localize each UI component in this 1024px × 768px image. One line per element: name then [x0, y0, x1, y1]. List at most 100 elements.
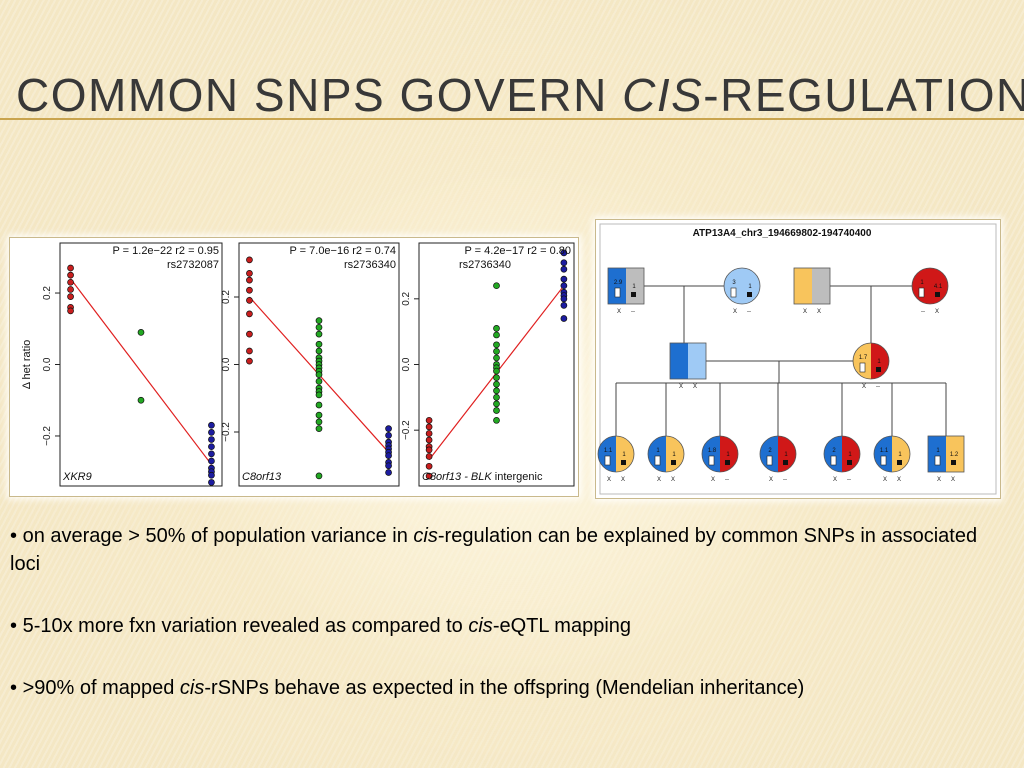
data-point	[560, 315, 568, 322]
expression-bar-left	[614, 287, 621, 298]
data-point	[493, 400, 500, 408]
scatter-chart-2: −0.20.00.2P = 7.0e−16 r2 = 0.74rs2736340…	[221, 242, 400, 487]
stat-label: P = 1.2e−22 r2 = 0.95	[112, 245, 219, 257]
data-point	[425, 446, 433, 454]
expression-value-right: 1	[748, 284, 752, 290]
data-point	[315, 418, 323, 426]
expression-value-right: 1	[622, 452, 626, 458]
data-point	[137, 328, 145, 336]
genotype-left: X	[679, 384, 683, 390]
allele-right	[616, 436, 634, 472]
data-point	[137, 396, 145, 404]
genotype-left: X	[937, 477, 941, 483]
data-point	[208, 443, 215, 451]
allele-right	[930, 268, 948, 304]
y-tick-label: −0.2	[401, 420, 412, 440]
parent-gen1-2: 31X--	[723, 267, 761, 315]
expression-bar-left	[766, 455, 773, 466]
stat-label: P = 7.0e−16 r2 = 0.74	[289, 245, 396, 257]
allele-right	[666, 436, 684, 472]
expression-value-left: 1.8	[708, 448, 717, 454]
expression-value-right: 1	[877, 359, 881, 365]
data-point	[560, 282, 568, 290]
data-point	[493, 374, 500, 381]
snp-label: rs2732087	[167, 259, 219, 271]
data-point	[315, 472, 323, 480]
expression-value-left: 2	[768, 448, 772, 454]
expression-bar-left	[654, 455, 661, 466]
data-point	[208, 457, 215, 465]
data-point	[67, 286, 74, 293]
data-point	[560, 302, 568, 309]
expression-bar-right	[876, 367, 881, 372]
data-point	[67, 271, 74, 279]
genotype-left: X	[803, 309, 807, 315]
data-point	[315, 317, 323, 324]
title-italic: cis	[622, 69, 704, 121]
expression-value-right: 1	[848, 452, 852, 458]
allele-left	[874, 436, 892, 472]
data-point	[560, 295, 568, 303]
female-outline	[852, 342, 890, 380]
data-point	[425, 423, 433, 431]
data-point	[493, 331, 500, 339]
allele-left	[670, 343, 688, 379]
expression-bar-right	[631, 292, 636, 297]
genotype-right: --	[747, 309, 751, 315]
title-divider	[0, 118, 1024, 120]
data-point	[385, 462, 392, 470]
allele-left	[912, 268, 930, 304]
female-outline	[701, 435, 739, 473]
genotype-right: X	[621, 477, 625, 483]
pedigree-diagram: ATP13A4_chr3_194669802-1947404002.91X--3…	[597, 223, 997, 495]
expression-value-left: 1	[920, 280, 924, 286]
data-point	[493, 416, 500, 424]
female-outline	[597, 435, 635, 473]
genotype-right: X	[693, 384, 697, 390]
data-point	[208, 429, 215, 436]
genotype-right: X	[935, 309, 939, 315]
data-point	[246, 310, 253, 318]
data-point	[560, 259, 568, 267]
offspring-5: 21X--	[823, 435, 861, 483]
plot-frame	[59, 242, 223, 487]
expression-bar-right	[847, 460, 852, 465]
expression-bar-left	[830, 455, 837, 466]
y-tick-label: 0.0	[42, 357, 53, 371]
genotype-left: X	[733, 309, 737, 315]
gene-label: C8orf13 - BLK intergenic	[422, 471, 543, 483]
genotype-left: X	[769, 477, 773, 483]
data-point	[425, 472, 433, 480]
data-point	[208, 479, 215, 486]
snp-label: rs2736340	[459, 259, 511, 271]
female-outline	[911, 267, 949, 305]
data-point	[67, 307, 74, 315]
allele-left	[648, 436, 666, 472]
data-point	[385, 425, 392, 432]
data-point	[315, 340, 323, 348]
expression-bar-left	[918, 287, 925, 298]
data-point	[425, 430, 433, 437]
genotype-left: X	[657, 477, 661, 483]
expression-value-right: 1	[784, 452, 788, 458]
allele-left	[928, 436, 946, 472]
data-point	[425, 416, 433, 424]
data-point	[493, 282, 500, 290]
genotype-right: --	[783, 477, 787, 483]
data-point	[493, 387, 500, 395]
bullet-text: >90% of mapped	[22, 677, 180, 699]
stat-label: P = 4.2e−17 r2 = 0.80	[464, 245, 571, 257]
expression-value-left: 2.9	[614, 280, 623, 286]
pedigree-frame	[599, 223, 997, 495]
expression-bar-left	[880, 455, 887, 466]
allele-left	[794, 268, 812, 304]
scatter-chart-3: −0.20.00.2P = 4.2e−17 r2 = 0.80rs2736340…	[401, 242, 575, 487]
data-point	[208, 450, 215, 458]
data-point	[560, 275, 568, 283]
female-outline	[873, 435, 911, 473]
